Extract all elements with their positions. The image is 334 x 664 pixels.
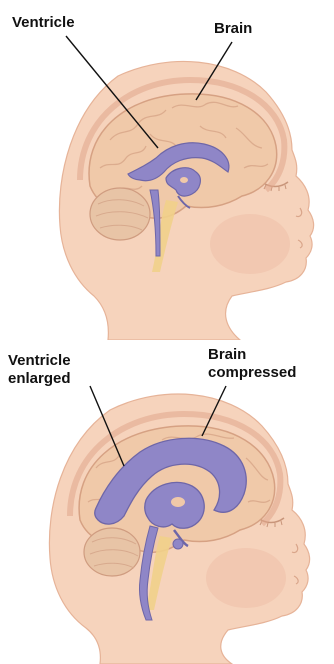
hydrocephalus-head-illustration bbox=[0, 340, 334, 664]
cheek-shading bbox=[210, 214, 290, 274]
cerebellum bbox=[90, 188, 150, 240]
cheek-shading bbox=[206, 548, 286, 608]
ventricle-enlarged-label: Ventricle enlarged bbox=[8, 352, 71, 388]
brain-compressed-label: Brain compressed bbox=[208, 346, 296, 382]
ventricle-label: Ventricle bbox=[12, 14, 75, 32]
brain-label: Brain bbox=[214, 20, 252, 38]
hydrocephalus-head-diagram: Ventricle enlarged Brain compressed bbox=[0, 340, 334, 664]
normal-head-illustration bbox=[0, 0, 334, 340]
cerebellum bbox=[84, 528, 140, 576]
normal-head-diagram: Ventricle Brain bbox=[0, 0, 334, 340]
